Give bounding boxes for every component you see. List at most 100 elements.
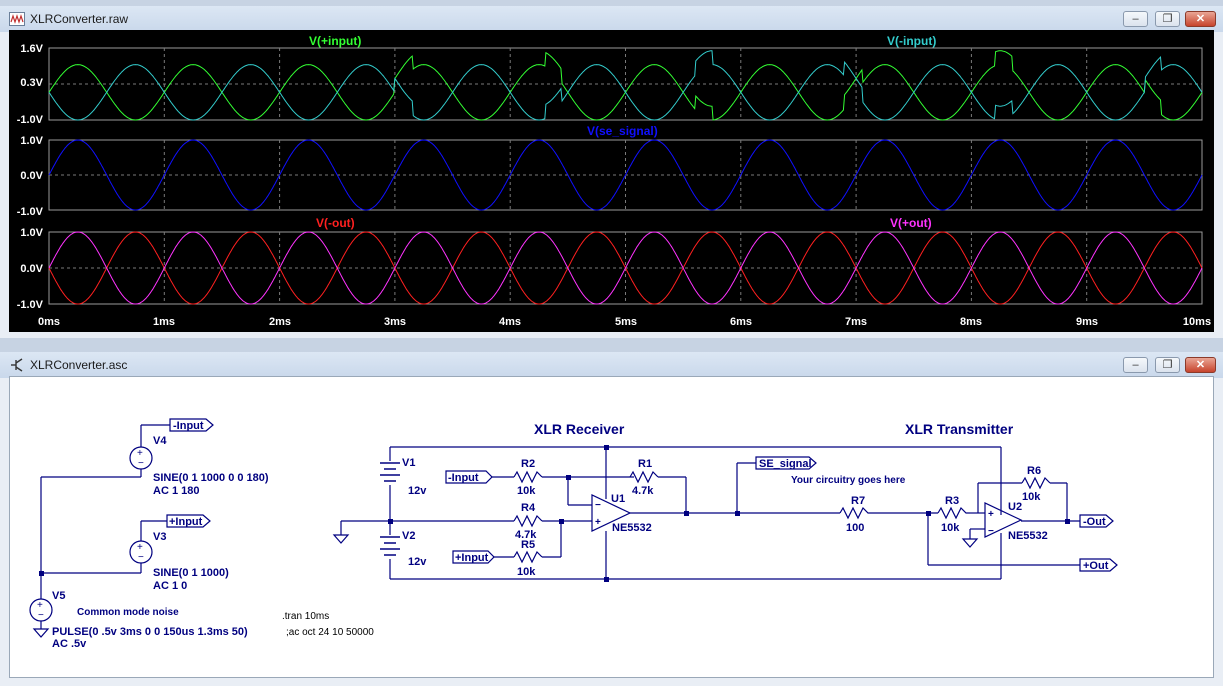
component-name: R5: [521, 539, 535, 551]
circuitry-comment: Your circuitry goes here: [791, 475, 906, 486]
opamp-u1[interactable]: [591, 494, 632, 532]
svg-text:−: −: [138, 552, 144, 563]
net-label-plus-out[interactable]: [1079, 558, 1118, 572]
y-tick-label: 1.6V: [20, 43, 43, 55]
schematic-restore-button[interactable]: ❐: [1155, 357, 1180, 373]
net-label-text: +Input: [169, 516, 203, 528]
xlr-transmitter-heading: XLR Transmitter: [905, 421, 1014, 437]
schematic-window-title: XLRConverter.asc: [30, 358, 128, 372]
schematic-canvas[interactable]: +− +− +−: [9, 376, 1214, 678]
restore-icon: ❐: [1162, 359, 1173, 371]
component-name: U2: [1008, 501, 1022, 513]
component-name: R7: [851, 495, 865, 507]
ground-symbols: [32, 534, 979, 638]
resistor-r1[interactable]: [629, 470, 659, 484]
component-value: AC 1 180: [153, 485, 199, 497]
trace-label-minus-input[interactable]: V(-input): [887, 34, 936, 48]
component-name: R2: [521, 458, 535, 470]
waveform-restore-button[interactable]: ❐: [1155, 11, 1180, 27]
y-tick-label: 0.0V: [20, 263, 43, 275]
component-name: U1: [611, 493, 625, 505]
minimize-icon: ‒: [1132, 13, 1139, 25]
component-name: V5: [52, 590, 65, 602]
trace-label-plus-out[interactable]: V(+out): [890, 216, 932, 230]
component-value: 10k: [1022, 491, 1041, 503]
resistor-r7[interactable]: [839, 506, 874, 520]
net-label-text: -Input: [448, 472, 479, 484]
grid: [49, 48, 1202, 304]
x-tick-label: 3ms: [384, 316, 406, 328]
resistor-r6[interactable]: [1021, 476, 1051, 490]
component-name: R6: [1027, 465, 1041, 477]
component-value: 100: [846, 522, 864, 534]
voltage-source-v4[interactable]: [129, 446, 153, 470]
opamp-u2[interactable]: [984, 502, 1023, 538]
schematic-minimize-button[interactable]: ‒: [1123, 357, 1148, 373]
tran-directive[interactable]: .tran 10ms: [282, 611, 329, 622]
svg-text:−: −: [988, 526, 994, 537]
net-label-se-signal[interactable]: [755, 456, 817, 470]
component-value: 4.7k: [632, 485, 654, 497]
battery-symbols[interactable]: [380, 462, 400, 556]
schematic-app-icon: [11, 358, 23, 372]
y-tick-label: -1.0V: [17, 206, 44, 218]
waveform-window-titlebar[interactable]: XLRConverter.raw ‒ ❐ ✕: [0, 6, 1223, 32]
net-label-plus-input-receiver[interactable]: [452, 550, 495, 564]
voltage-source-v5[interactable]: [29, 598, 53, 622]
schematic-drawing[interactable]: +− +− +−: [10, 377, 1215, 679]
component-value: 12v: [408, 485, 427, 497]
svg-text:+: +: [137, 448, 143, 459]
component-name: V1: [402, 457, 415, 469]
schematic-window-titlebar[interactable]: XLRConverter.asc ‒ ❐ ✕: [0, 352, 1223, 378]
component-value: SINE(0 1 1000 0 0 180): [153, 472, 269, 484]
voltage-source-v3[interactable]: [129, 540, 153, 564]
component-value: PULSE(0 .5v 3ms 0 0 150us 1.3ms 50): [52, 626, 248, 638]
x-tick-label: 0ms: [38, 316, 60, 328]
waveform-minimize-button[interactable]: ‒: [1123, 11, 1148, 27]
x-tick-label: 9ms: [1076, 316, 1098, 328]
trace-minus-input: [48, 50, 1203, 121]
waveform-close-button[interactable]: ✕: [1185, 11, 1216, 27]
waveform-plot-area[interactable]: V(+input) V(-input) V(se_signal) V(-out)…: [9, 30, 1214, 332]
waveform-plot[interactable]: V(+input) V(-input) V(se_signal) V(-out)…: [9, 30, 1214, 332]
resistor-r2[interactable]: [513, 470, 543, 484]
x-tick-label: 5ms: [615, 316, 637, 328]
y-tick-label: -1.0V: [17, 114, 44, 126]
resistor-r5[interactable]: [513, 550, 543, 564]
restore-icon: ❐: [1162, 13, 1173, 25]
component-name: R1: [638, 458, 652, 470]
trace-label-minus-out[interactable]: V(-out): [316, 216, 355, 230]
junction-dots: [39, 445, 1070, 582]
net-label-text: +Input: [455, 552, 489, 564]
trace-label-se-signal[interactable]: V(se_signal): [587, 124, 658, 138]
component-value: 4.7k: [515, 529, 537, 541]
svg-text:+: +: [988, 509, 994, 520]
trace-label-plus-input[interactable]: V(+input): [309, 34, 361, 48]
resistor-r3[interactable]: [937, 506, 970, 520]
trace-se-signal: [48, 139, 1203, 211]
noise-comment: Common mode noise: [77, 607, 179, 618]
resistor-r4[interactable]: [513, 514, 543, 528]
net-label-minus-input-top[interactable]: [169, 418, 214, 432]
y-tick-label: 0.0V: [20, 170, 43, 182]
x-tick-label: 2ms: [269, 316, 291, 328]
component-value: SINE(0 1 1000): [153, 567, 229, 579]
component-name: R4: [521, 502, 536, 514]
ac-directive[interactable]: ;ac oct 24 10 50000: [286, 627, 374, 638]
net-label-plus-input-mid[interactable]: [166, 514, 211, 528]
svg-text:−: −: [138, 458, 144, 469]
close-icon: ✕: [1195, 13, 1206, 25]
y-tick-label: 1.0V: [20, 227, 43, 239]
svg-text:−: −: [38, 610, 44, 621]
trace-plus-out: [48, 231, 1203, 305]
x-tick-label: 8ms: [960, 316, 982, 328]
waveform-window-title: XLRConverter.raw: [30, 12, 129, 26]
svg-text:+: +: [137, 542, 143, 553]
net-label-text: SE_signal: [759, 458, 812, 470]
net-label-minus-out[interactable]: [1079, 514, 1114, 528]
x-tick-label: 7ms: [845, 316, 867, 328]
schematic-close-button[interactable]: ✕: [1185, 357, 1216, 373]
component-value: 10k: [517, 485, 536, 497]
svg-text:+: +: [595, 517, 601, 528]
net-label-minus-input-receiver[interactable]: [445, 470, 493, 484]
